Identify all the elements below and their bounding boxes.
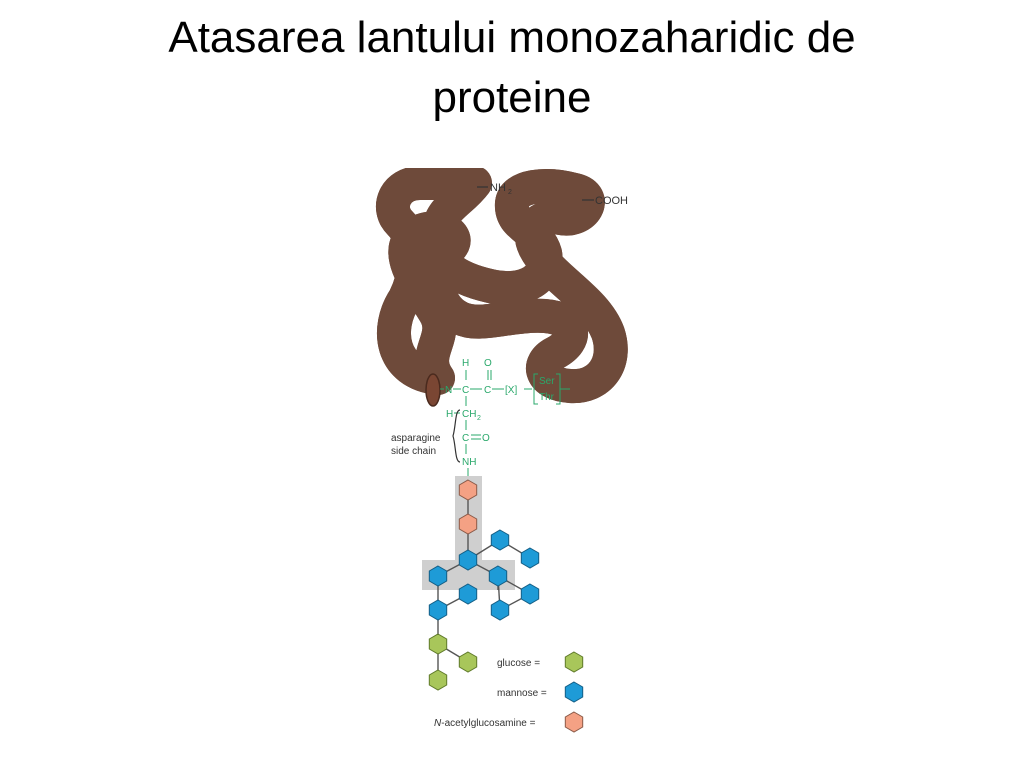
chem-thr: Thr — [539, 392, 555, 403]
legend-nacetyl-italic: N — [434, 718, 442, 729]
mannose-hex — [520, 547, 540, 569]
glycosylation-diagram: NH 2 COOH H O N C C [X] Ser Thr H CH 2 C — [360, 168, 628, 733]
mannose-hex — [428, 599, 448, 621]
chem-ch: CH — [462, 409, 476, 420]
legend-glucose-icon — [564, 651, 584, 673]
mannose-hex — [520, 583, 540, 605]
mannose-hex — [458, 549, 478, 571]
legend-glucose-label: glucose = — [497, 658, 540, 669]
legend: glucose = mannose = N-acetylglucosamine … — [434, 651, 584, 733]
glycosylation-figure: NH 2 COOH H O N C C [X] Ser Thr H CH 2 C — [360, 168, 660, 748]
legend-nacetyl-label: N-acetylglucosamine = — [434, 718, 536, 729]
glucose-hex — [428, 669, 448, 691]
side-chain-label: asparagine side chain — [391, 409, 461, 463]
protein-cut-end — [425, 373, 441, 407]
glucose-hex — [428, 633, 448, 655]
chem-ser: Ser — [539, 376, 555, 387]
mannose-hex — [428, 565, 448, 587]
slide-title: Atasarea lantului monozaharidic de prote… — [0, 8, 1024, 128]
glucose-residues — [428, 633, 478, 691]
chem-nh: NH — [462, 457, 476, 468]
legend-nacetyl-rest: -acetylglucosamine = — [441, 718, 535, 729]
chem-x: [X] — [505, 385, 517, 396]
protein-chain — [393, 168, 611, 407]
side-chain-label-1: asparagine — [391, 433, 441, 444]
mannose-hex — [490, 529, 510, 551]
chem-o-top: O — [484, 358, 492, 369]
slide-title-line-2: proteine — [432, 73, 592, 122]
mannose-hex — [490, 599, 510, 621]
legend-mannose-icon — [564, 681, 584, 703]
chem-eq-o: O — [482, 433, 490, 444]
n-terminus-label: NH — [490, 182, 506, 194]
nacetyl-hex — [458, 513, 478, 535]
chem-c1: C — [462, 385, 469, 396]
mannose-hex — [488, 565, 508, 587]
nacetyl-hex — [458, 479, 478, 501]
asparagine-chemistry: H O N C C [X] Ser Thr H CH 2 C O NH — [440, 358, 570, 478]
chem-c3: C — [462, 433, 469, 444]
legend-mannose-label: mannose = — [497, 688, 547, 699]
c-terminus: COOH — [582, 195, 628, 207]
slide-title-line-1: Atasarea lantului monozaharidic de — [168, 13, 856, 62]
chem-ch-sub: 2 — [477, 415, 481, 422]
n-terminus: NH 2 — [477, 182, 512, 196]
mannose-hex — [458, 583, 478, 605]
chem-c2: C — [484, 385, 491, 396]
oligosaccharide — [422, 476, 540, 691]
c-terminus-label: COOH — [595, 195, 628, 207]
n-terminus-sub: 2 — [508, 189, 512, 196]
chem-h-left: H — [446, 409, 453, 420]
glucose-hex — [458, 651, 478, 673]
legend-nacetyl-icon — [564, 711, 584, 733]
side-chain-label-2: side chain — [391, 446, 436, 457]
chem-n: N — [445, 385, 452, 396]
chem-h-top: H — [462, 358, 469, 369]
